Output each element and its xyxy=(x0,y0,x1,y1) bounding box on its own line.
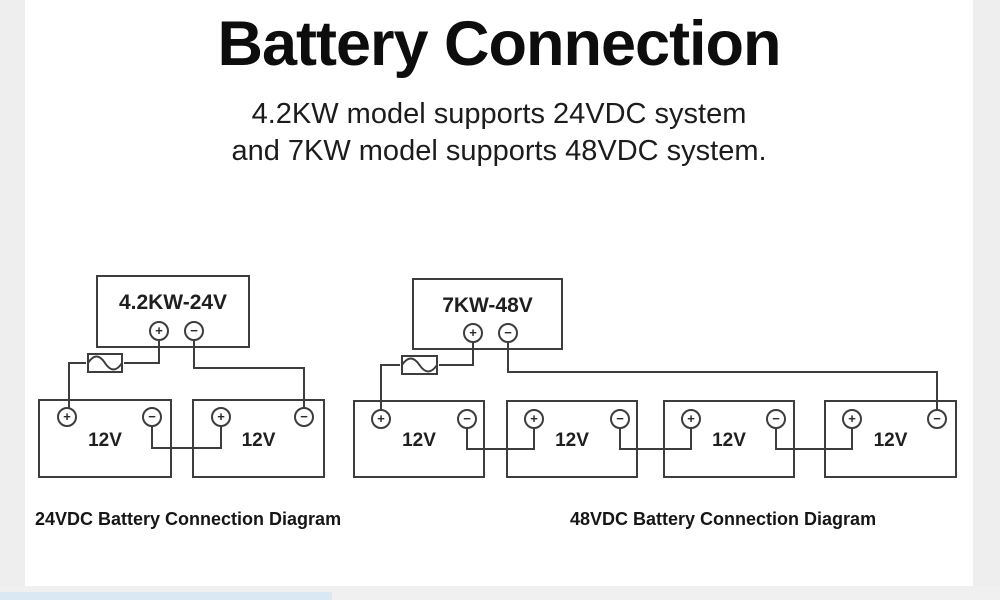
plus-terminal-icon: + xyxy=(842,409,862,429)
page-subtitle: 4.2KW model supports 24VDC system and 7K… xyxy=(25,96,973,170)
plus-terminal-icon: + xyxy=(463,323,483,343)
left-margin xyxy=(0,0,25,586)
inverter-box-48v: 7KW-48V xyxy=(412,278,563,350)
plus-terminal-icon: + xyxy=(57,407,77,427)
minus-terminal-icon: − xyxy=(766,409,786,429)
caption-24vdc: 24VDC Battery Connection Diagram xyxy=(35,509,342,529)
plus-terminal-icon: + xyxy=(681,409,701,429)
inverter-label: 4.2KW-24V xyxy=(118,291,228,314)
wire xyxy=(193,331,305,417)
caption-48vdc: 48VDC Battery Connection Diagram xyxy=(570,509,877,529)
plus-terminal-icon: + xyxy=(524,409,544,429)
fuse-icon xyxy=(87,353,123,373)
wire xyxy=(380,364,400,419)
battery-label: 12V xyxy=(241,429,276,451)
wire xyxy=(775,419,853,450)
wire xyxy=(151,417,222,449)
battery-label: 12V xyxy=(555,430,589,451)
minus-terminal-icon: − xyxy=(927,409,947,429)
battery-label: 12V xyxy=(873,430,908,451)
wire xyxy=(124,331,160,364)
battery-label: 12V xyxy=(88,429,122,451)
battery-label: 12V xyxy=(402,430,436,451)
wire xyxy=(619,419,692,450)
minus-terminal-icon: − xyxy=(142,407,162,427)
inverter-label: 7KW-48V xyxy=(442,294,533,317)
fuse-icon xyxy=(401,355,438,375)
subtitle-line-2: and 7KW model supports 48VDC system. xyxy=(231,135,767,167)
footer-accent-bar xyxy=(0,592,332,600)
battery-label: 12V xyxy=(712,430,746,451)
minus-terminal-icon: − xyxy=(498,323,518,343)
minus-terminal-icon: − xyxy=(610,409,630,429)
minus-terminal-icon: − xyxy=(294,407,314,427)
minus-terminal-icon: − xyxy=(457,409,477,429)
wire xyxy=(439,333,474,366)
right-margin xyxy=(973,0,1000,586)
plus-terminal-icon: + xyxy=(149,321,169,341)
inverter-box-24v: 4.2KW-24V xyxy=(96,275,250,348)
plus-terminal-icon: + xyxy=(371,409,391,429)
minus-terminal-icon: − xyxy=(184,321,204,341)
plus-terminal-icon: + xyxy=(211,407,231,427)
subtitle-line-1: 4.2KW model supports 24VDC system xyxy=(251,98,747,130)
page-title: Battery Connection xyxy=(217,9,781,79)
wire xyxy=(466,419,535,450)
wire xyxy=(68,362,86,417)
footer-band xyxy=(0,586,1000,600)
wire xyxy=(507,333,938,419)
